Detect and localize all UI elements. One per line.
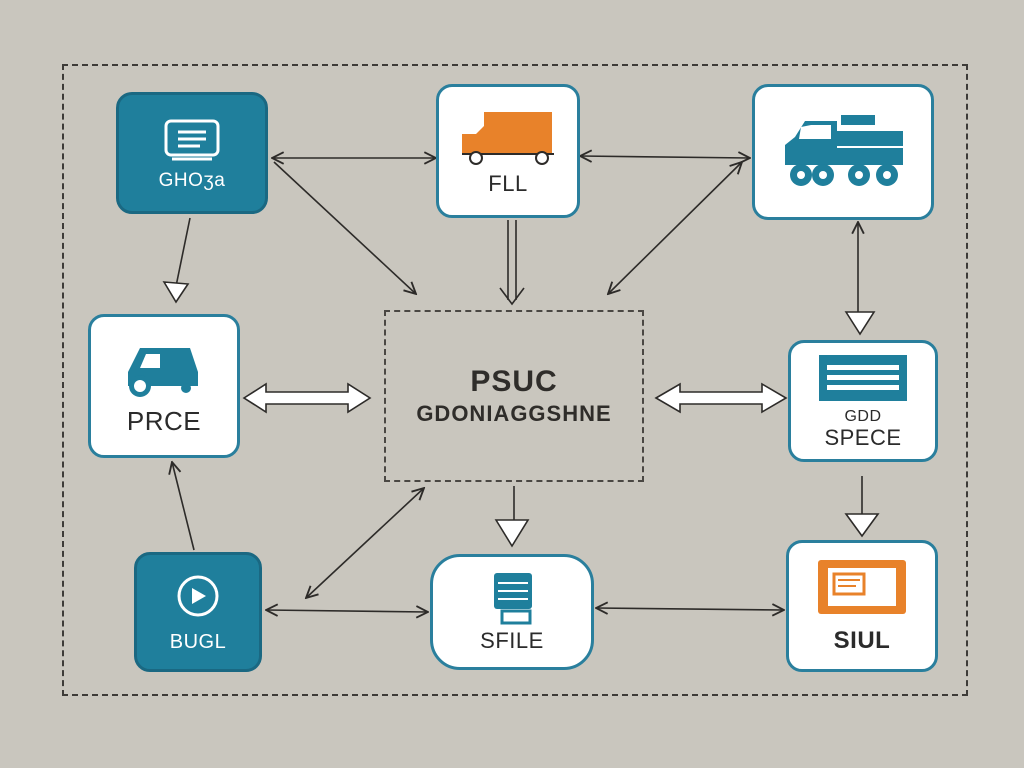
arrow-center-sfile-head	[494, 519, 530, 548]
node-prce-label: PRCE	[126, 406, 202, 437]
heavy-truck-icon	[785, 115, 903, 186]
node-sfile-label: SFILE	[480, 628, 544, 654]
node-spece[interactable]: GDD SPECE	[788, 340, 938, 462]
stacked-bars-icon	[819, 355, 907, 402]
node-bugl[interactable]: BUGL	[134, 552, 262, 672]
arrow-ghosa-center	[273, 161, 416, 294]
center-subtitle: GDONIAGGSHNE	[416, 401, 612, 426]
node-vehicle[interactable]	[752, 84, 934, 220]
monitor-icon	[818, 560, 906, 615]
arrow-center-spece	[654, 382, 788, 414]
node-ghosa[interactable]: GHOʒa	[116, 92, 268, 214]
arrow-sfile-siul	[596, 608, 784, 610]
arrow-vehicle-center	[608, 162, 742, 294]
list-icon	[164, 119, 220, 161]
car-icon	[128, 348, 198, 398]
node-ghosa-label: GHOʒa	[158, 170, 226, 192]
play-icon	[177, 575, 219, 616]
arrow-fll-center-head	[499, 287, 525, 306]
node-fll[interactable]: FLL	[436, 84, 580, 218]
arrow-center-bugl	[306, 488, 424, 598]
node-siul[interactable]: SIUL	[786, 540, 938, 672]
arrow-fll-vehicle	[580, 156, 750, 158]
database-icon	[494, 573, 532, 625]
center-process-box[interactable]: PSUC GDONIAGGSHNE	[384, 310, 644, 482]
arrow-prce-bugl	[172, 462, 195, 551]
center-title: PSUC	[470, 365, 558, 398]
truck-icon	[462, 112, 554, 166]
node-siul-label: SIUL	[833, 627, 891, 655]
arrow-ghosa-prce-head	[162, 281, 190, 304]
outer-dashed-frame	[62, 64, 968, 696]
node-bugl-label: BUGL	[169, 630, 227, 653]
arrow-bugl-sfile	[266, 610, 428, 612]
node-spece-label: SPECE	[824, 424, 902, 450]
arrow-spece-siul-head	[844, 513, 880, 538]
node-fll-label: FLL	[488, 171, 528, 197]
arrow-vehicle-spece-head	[844, 311, 876, 336]
arrow-prce-center	[242, 382, 372, 414]
node-prce[interactable]: PRCE	[88, 314, 240, 458]
node-sfile[interactable]: SFILE	[430, 554, 594, 670]
node-spece-label-top: GDD	[844, 408, 882, 426]
